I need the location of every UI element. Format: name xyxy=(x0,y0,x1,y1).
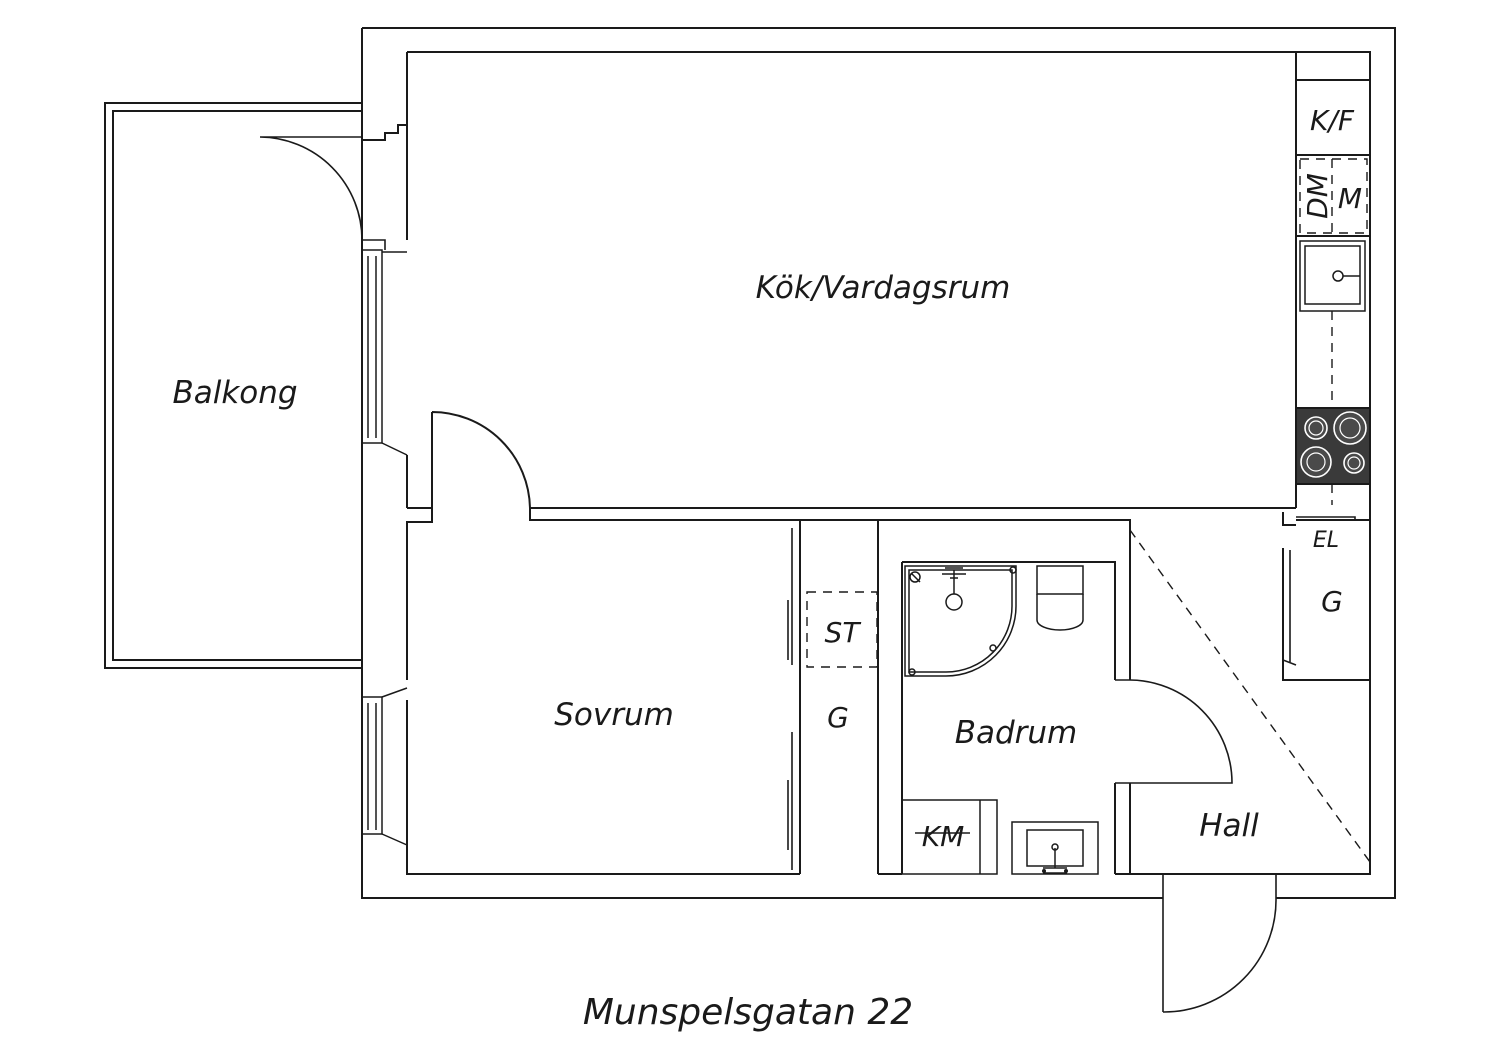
label-dishwasher: DM xyxy=(1301,173,1334,219)
label-storage: ST xyxy=(825,616,862,649)
washing-machine xyxy=(901,799,998,875)
balcony xyxy=(104,102,408,846)
label-washing-machine: KM xyxy=(922,820,965,853)
room-label-bedroom: Sovrum xyxy=(554,697,674,733)
address-caption: Munspelsgatan 22 xyxy=(583,992,913,1033)
toilet xyxy=(1036,565,1084,631)
kitchen-counter xyxy=(1295,52,1370,508)
room-label-bathroom: Badrum xyxy=(955,715,1078,751)
label-closet-bedroom: G xyxy=(827,701,849,734)
stove xyxy=(1295,407,1371,485)
label-microwave: M xyxy=(1338,182,1362,215)
interior-walls xyxy=(407,411,1370,1013)
label-fridge-freezer: K/F xyxy=(1310,104,1355,137)
hall-diagonal xyxy=(1129,529,1371,863)
label-closet-hall: G xyxy=(1321,585,1343,618)
room-label-kitchen-living: Kök/Vardagsrum xyxy=(756,270,1011,306)
storage-box xyxy=(806,591,878,668)
label-electric-panel: EL xyxy=(1313,528,1339,553)
room-label-balcony: Balkong xyxy=(172,375,297,411)
shower xyxy=(904,565,1017,677)
sink-bathroom xyxy=(1011,821,1099,875)
room-label-hall: Hall xyxy=(1199,808,1259,844)
